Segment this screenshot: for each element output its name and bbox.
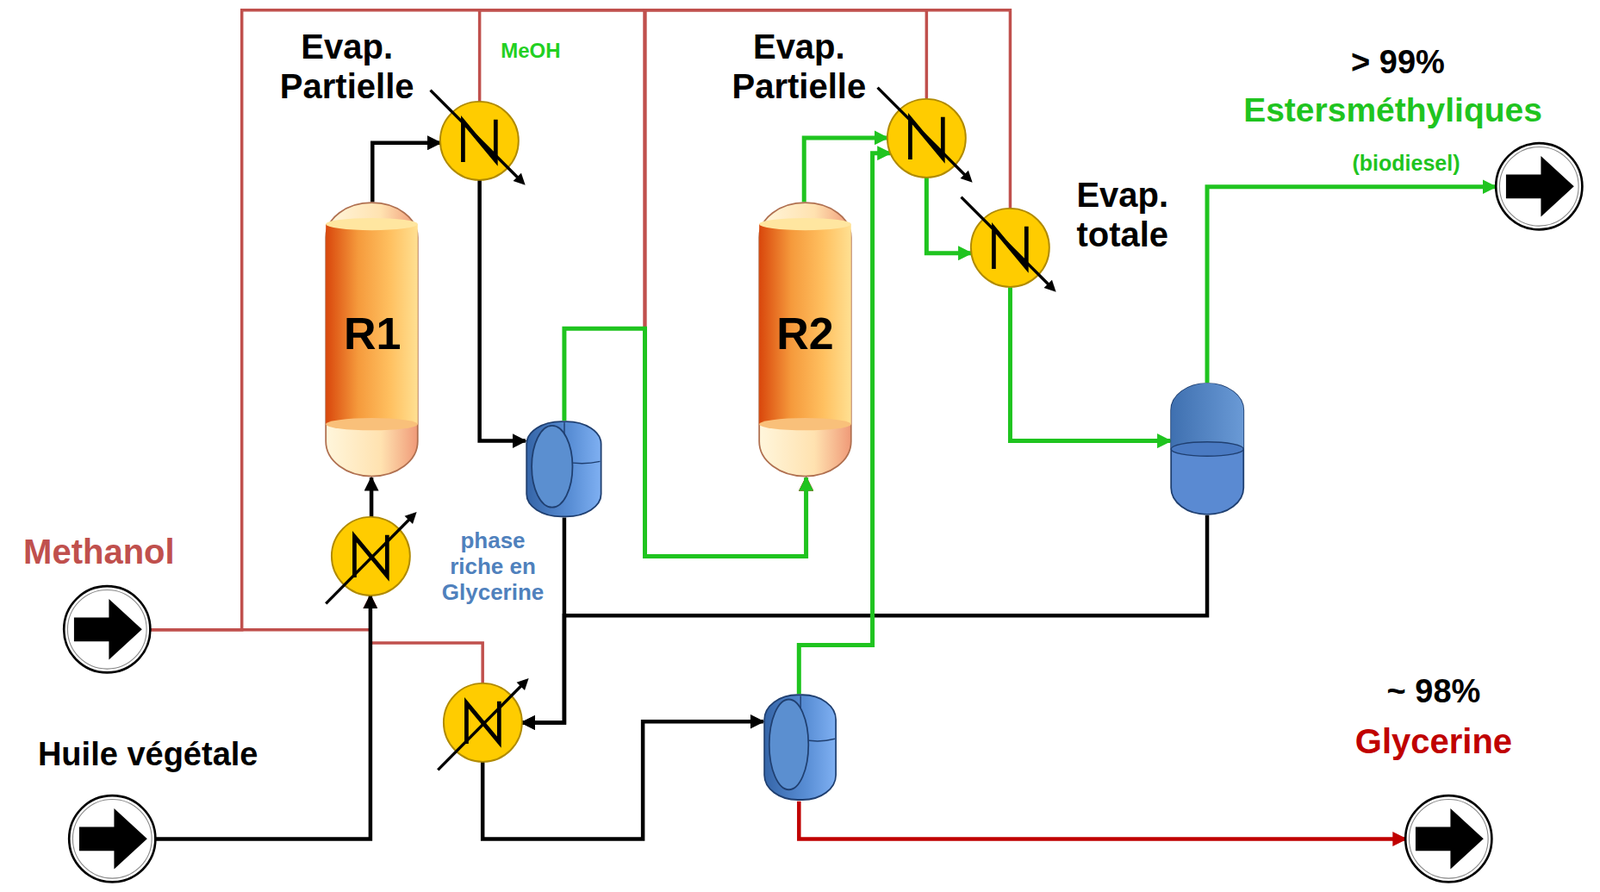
equipment-label: R1 xyxy=(343,309,401,362)
process-pipe xyxy=(522,516,565,723)
inlet-port: Huile végétale xyxy=(66,792,159,885)
process-pipe xyxy=(149,595,370,630)
decanter-symbol xyxy=(525,420,603,518)
process-pipe xyxy=(155,595,371,840)
process-pipe xyxy=(370,595,483,684)
inlet-port: Methanol xyxy=(61,583,154,676)
heat-exchanger-symbol xyxy=(969,206,1052,289)
outlet-port: ~ 98%Glycerine xyxy=(1402,792,1495,885)
heat-exchanger: Evap. totale xyxy=(969,206,1052,289)
process-pipe xyxy=(803,137,888,203)
process-pipe xyxy=(926,176,972,253)
equipment-label: phase riche en Glycerine xyxy=(436,529,549,607)
process-pipe xyxy=(372,143,441,203)
process-pipe xyxy=(149,10,806,630)
decanter xyxy=(763,693,837,801)
equipment-label: (biodiesel) xyxy=(1351,150,1460,176)
equipment-label: R2 xyxy=(776,309,834,362)
stream-label: MeOH xyxy=(500,38,561,63)
heat-exchanger-symbol xyxy=(329,515,412,598)
process-pipe xyxy=(482,721,764,839)
inlet-port-symbol xyxy=(61,583,154,676)
equipment-label: ~ 98% xyxy=(1387,672,1482,711)
heat-exchanger xyxy=(442,681,524,764)
reactor-vessel: R1 xyxy=(324,201,419,478)
equipment-label: Estersméthyliques xyxy=(1243,90,1543,130)
heat-exchanger-symbol xyxy=(438,99,521,182)
settler-symbol xyxy=(1170,382,1245,516)
outlet-port-symbol xyxy=(1402,792,1495,885)
equipment-label: Glycerine xyxy=(1355,721,1513,761)
settler xyxy=(1170,382,1245,516)
process-pipe xyxy=(522,515,1208,723)
heat-exchanger-symbol xyxy=(442,681,524,764)
reactor-vessel: R2 xyxy=(758,201,853,478)
process-pipe xyxy=(479,180,526,442)
equipment-label: Evap. totale xyxy=(1076,174,1169,255)
outlet-port-symbol xyxy=(1493,140,1586,233)
decanter: phase riche en Glycerine xyxy=(525,420,603,518)
equipment-label: Huile végétale xyxy=(37,736,259,775)
heat-exchanger: Evap. Partielle xyxy=(885,97,968,180)
process-pipe xyxy=(798,801,1406,840)
heat-exchanger-symbol xyxy=(885,97,968,180)
process-pipe xyxy=(369,477,374,517)
equipment-label: Evap. Partielle xyxy=(731,26,866,106)
heat-exchanger xyxy=(329,515,412,598)
process-pipe xyxy=(1207,186,1496,383)
equipment-label: Methanol xyxy=(23,531,175,572)
heat-exchanger: Evap. Partielle xyxy=(438,99,521,182)
equipment-label: > 99% xyxy=(1350,44,1445,83)
decanter-symbol xyxy=(763,693,837,801)
process-pipe xyxy=(644,10,1010,557)
outlet-port: > 99%Estersméthyliques(biodiesel) xyxy=(1493,140,1586,233)
process-pipe xyxy=(1009,286,1171,441)
equipment-label: Evap. Partielle xyxy=(280,26,415,106)
inlet-port-symbol xyxy=(66,792,159,885)
